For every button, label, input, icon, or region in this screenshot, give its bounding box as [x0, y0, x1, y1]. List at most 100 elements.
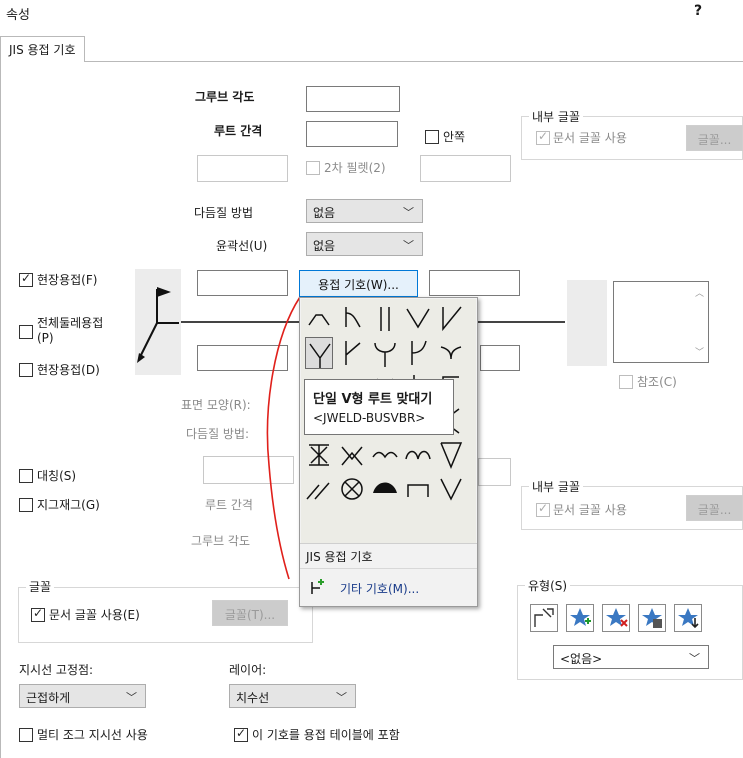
- symbol-plug[interactable]: [404, 473, 432, 505]
- weld-left-bottom-input[interactable]: [197, 345, 288, 371]
- symbol-double-fillet[interactable]: [305, 439, 333, 471]
- symmetric-label: 대칭(S): [37, 469, 77, 483]
- symbol-u-groove[interactable]: [371, 337, 399, 369]
- use-doc-font-bottom-label: 문서 글꼴 사용: [553, 503, 627, 517]
- save-style-icon[interactable]: [638, 604, 666, 632]
- font-button[interactable]: 글꼴(T)...: [212, 600, 288, 626]
- weld-symbol-popup: JIS 용접 기호 기타 기호(M)...: [299, 297, 478, 607]
- symbol-v-tall[interactable]: [437, 439, 465, 471]
- help-button[interactable]: ?: [694, 3, 703, 19]
- chevron-down-icon: ﹀: [336, 691, 347, 704]
- popup-category-label[interactable]: JIS 용접 기호: [306, 550, 373, 564]
- fillet-left-input[interactable]: [197, 155, 288, 182]
- symbol-arc-round[interactable]: [404, 439, 432, 471]
- contour-label: 윤곽선(U): [216, 239, 268, 253]
- add-symbol-icon[interactable]: [306, 578, 328, 602]
- load-style-icon[interactable]: [674, 604, 702, 632]
- style-value: <없음>: [560, 652, 603, 666]
- finish-method-label: 다듬질 방법: [194, 206, 254, 220]
- use-doc-font-checkbox[interactable]: [31, 606, 45, 622]
- other-symbols-link[interactable]: 기타 기호(M)...: [340, 582, 420, 596]
- symbol-v-open[interactable]: [437, 473, 465, 505]
- weld-symbol-button[interactable]: 용접 기호(W)...: [299, 270, 418, 297]
- weld-left-top-input[interactable]: [197, 270, 288, 296]
- use-doc-font-top-checkbox[interactable]: [536, 129, 550, 145]
- weld-flag-preview: [135, 269, 181, 375]
- use-doc-font-bottom-checkbox[interactable]: [536, 501, 550, 517]
- field-weld-top-label: 현장용접(F): [37, 273, 98, 287]
- symbol-seam-circle[interactable]: [338, 473, 366, 505]
- delete-style-icon[interactable]: [602, 604, 630, 632]
- symbol-backing-bead[interactable]: [371, 473, 399, 505]
- zigzag-checkbox[interactable]: [19, 497, 33, 512]
- style-group-title: 유형(S): [525, 577, 571, 594]
- weld-right-bottom-input[interactable]: [480, 345, 520, 371]
- font-group-title: 글꼴: [26, 578, 55, 595]
- include-table-checkbox[interactable]: [234, 726, 248, 742]
- symbol-single-v-root[interactable]: [305, 337, 333, 369]
- field-weld-bottom-checkbox[interactable]: [19, 362, 33, 377]
- popup-separator: [300, 543, 477, 544]
- symbol-double-v[interactable]: [338, 439, 366, 471]
- use-doc-font-top-label: 문서 글꼴 사용: [553, 131, 627, 145]
- symbol-tooltip: 단일 V형 루트 맞대기 <JWELD-BUSVBR>: [304, 379, 454, 435]
- reference-checkbox[interactable]: [619, 374, 633, 389]
- symbol-double-slash[interactable]: [305, 473, 333, 505]
- groove-angle-bottom-label: 그루브 각도: [191, 534, 251, 548]
- finish-method-bottom-label: 다듬질 방법:: [186, 427, 250, 441]
- chevron-down-icon: ﹀: [689, 652, 700, 665]
- contour-dropdown[interactable]: 없음 ﹀: [306, 232, 423, 256]
- fillet-right-input[interactable]: [420, 155, 511, 182]
- symbol-v-groove[interactable]: [404, 303, 432, 335]
- symmetric-checkbox[interactable]: [19, 468, 33, 483]
- font-top-button[interactable]: 글꼴...: [686, 125, 743, 151]
- multi-jog-label: 멀티 조그 지시선 사용: [37, 728, 148, 742]
- apply-style-icon[interactable]: [530, 604, 558, 632]
- add-style-icon[interactable]: [566, 604, 594, 632]
- groove-angle-input[interactable]: [306, 86, 400, 112]
- weld-right-top-input[interactable]: [429, 270, 520, 296]
- multi-jog-checkbox[interactable]: [19, 727, 33, 742]
- symbol-bevel-root[interactable]: [338, 337, 366, 369]
- finish-method-value: 없음: [313, 206, 336, 220]
- leader-anchor-dropdown[interactable]: 근접하게 ﹀: [19, 684, 146, 708]
- finish-method-dropdown[interactable]: 없음 ﹀: [306, 199, 423, 223]
- root-gap-bottom-label: 루트 간격: [205, 498, 253, 512]
- tail-preview: [567, 280, 607, 366]
- root-gap-label: 루트 간격: [214, 124, 263, 138]
- font-group: [18, 587, 313, 643]
- layer-dropdown[interactable]: 치수선 ﹀: [229, 684, 356, 708]
- root-gap-input[interactable]: [306, 121, 398, 147]
- style-dropdown[interactable]: <없음> ﹀: [553, 645, 709, 669]
- tab-jis-weld-symbol[interactable]: JIS 용접 기호: [0, 36, 85, 62]
- all-around-checkbox[interactable]: [19, 324, 33, 339]
- symbol-square-butt[interactable]: [305, 303, 333, 335]
- groove-angle-label: 그루브 각도: [195, 90, 255, 104]
- zigzag-label: 지그재그(G): [37, 498, 100, 512]
- leader-anchor-value: 근접하게: [26, 691, 71, 705]
- scroll-up-icon[interactable]: ︿: [694, 289, 704, 299]
- symbol-j-root[interactable]: [404, 337, 432, 369]
- leader-anchor-label: 지시선 고정점:: [19, 663, 94, 677]
- layer-value: 치수선: [236, 691, 270, 705]
- bottom-right-input[interactable]: [478, 458, 511, 486]
- bottom-left-input[interactable]: [203, 456, 294, 484]
- inside-checkbox[interactable]: [425, 129, 439, 144]
- symbol-bevel[interactable]: [437, 303, 465, 335]
- field-weld-top-checkbox[interactable]: [19, 271, 33, 287]
- symbol-arc-flat[interactable]: [371, 439, 399, 471]
- reference-label: 참조(C): [637, 375, 677, 389]
- symbol-i-groove[interactable]: [371, 303, 399, 335]
- symbol-flare[interactable]: [437, 337, 465, 369]
- tooltip-code: <JWELD-BUSVBR>: [313, 411, 426, 425]
- annotation-curve: [266, 296, 301, 580]
- surface-shape-label: 표면 모양(R):: [181, 398, 251, 412]
- all-around-label: 전체둘레용접(P): [37, 316, 104, 345]
- contour-value: 없음: [313, 239, 336, 253]
- reference-listbox[interactable]: ︿ ﹀: [613, 281, 709, 363]
- fillet2-checkbox[interactable]: [306, 160, 320, 175]
- title-bar: 속성 ?: [0, 0, 743, 28]
- font-bottom-button[interactable]: 글꼴...: [686, 495, 743, 521]
- scroll-down-icon[interactable]: ﹀: [694, 348, 704, 358]
- symbol-j-groove[interactable]: [338, 303, 366, 335]
